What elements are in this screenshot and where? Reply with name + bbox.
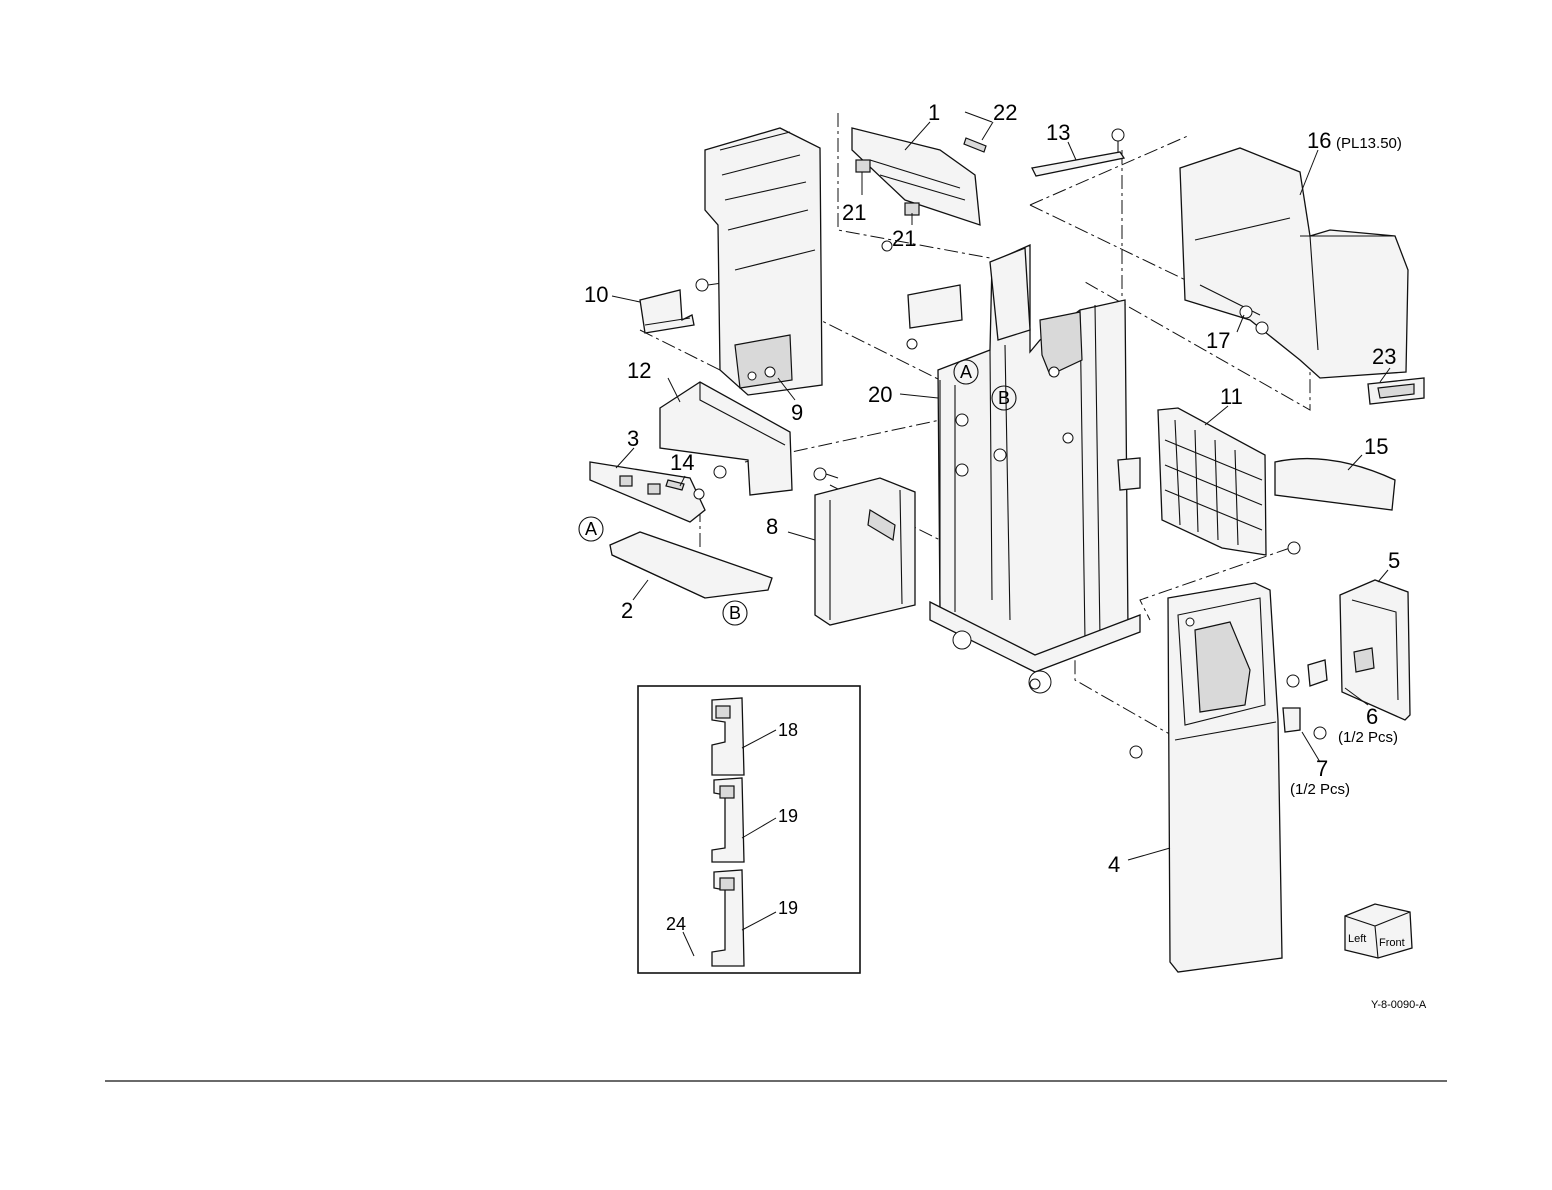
orientation-cube: Left Front <box>1345 904 1412 958</box>
callout-21-a: 21 <box>842 200 866 225</box>
part-left-rear-cover <box>705 128 822 395</box>
part-1-top-plate <box>852 112 992 225</box>
callout-5: 5 <box>1388 548 1400 573</box>
callout-24: 24 <box>666 914 686 934</box>
part-5-right-cover <box>1340 580 1410 720</box>
part-3-plate <box>590 462 726 522</box>
main-frame <box>882 241 1140 693</box>
part-2-base-plate <box>610 532 772 598</box>
callout-15: 15 <box>1364 434 1388 459</box>
callout-1: 1 <box>928 100 940 125</box>
connector-a-top-label: A <box>960 362 972 382</box>
callout-23: 23 <box>1372 344 1396 369</box>
connector-b-bottom-label: B <box>729 603 741 623</box>
callout-8: 8 <box>766 514 778 539</box>
callout-11: 11 <box>1220 384 1243 409</box>
callout-22: 22 <box>993 100 1017 125</box>
callout-9: 9 <box>791 400 803 425</box>
callout-7: 7 <box>1316 756 1328 781</box>
connector-a-bottom-label: A <box>585 519 597 539</box>
callout-7-note: (1/2 Pcs) <box>1290 781 1350 798</box>
callout-6: 6 <box>1366 704 1378 729</box>
callout-19-b: 19 <box>778 898 798 918</box>
callout-12: 12 <box>627 358 651 383</box>
callout-10: 10 <box>584 282 608 307</box>
callout-18: 18 <box>778 720 798 740</box>
part-8-side-cover <box>814 468 915 625</box>
part-10-bracket <box>640 279 722 333</box>
callout-21-b: 21 <box>892 226 916 251</box>
callout-14: 14 <box>670 450 694 475</box>
callout-19-a: 19 <box>778 806 798 826</box>
callout-13: 13 <box>1046 120 1070 145</box>
cube-front-label: Front <box>1379 937 1405 949</box>
connector-b-top-label: B <box>998 388 1010 408</box>
cube-left-label: Left <box>1348 933 1366 945</box>
part-4-front-door <box>1168 583 1282 972</box>
callout-17: 17 <box>1206 328 1230 353</box>
callout-2: 2 <box>621 598 633 623</box>
part-15-curved-cover <box>1275 459 1395 510</box>
callout-4: 4 <box>1108 852 1120 877</box>
callout-16: 16 <box>1307 128 1331 153</box>
part-23-handle <box>1368 378 1424 404</box>
callout-20: 20 <box>868 382 892 407</box>
callout-3: 3 <box>627 426 639 451</box>
figure-reference: Y-8-0090-A <box>1371 999 1427 1011</box>
callout-6-note: (1/2 Pcs) <box>1338 729 1398 746</box>
callout-16-note: (PL13.50) <box>1336 135 1402 152</box>
